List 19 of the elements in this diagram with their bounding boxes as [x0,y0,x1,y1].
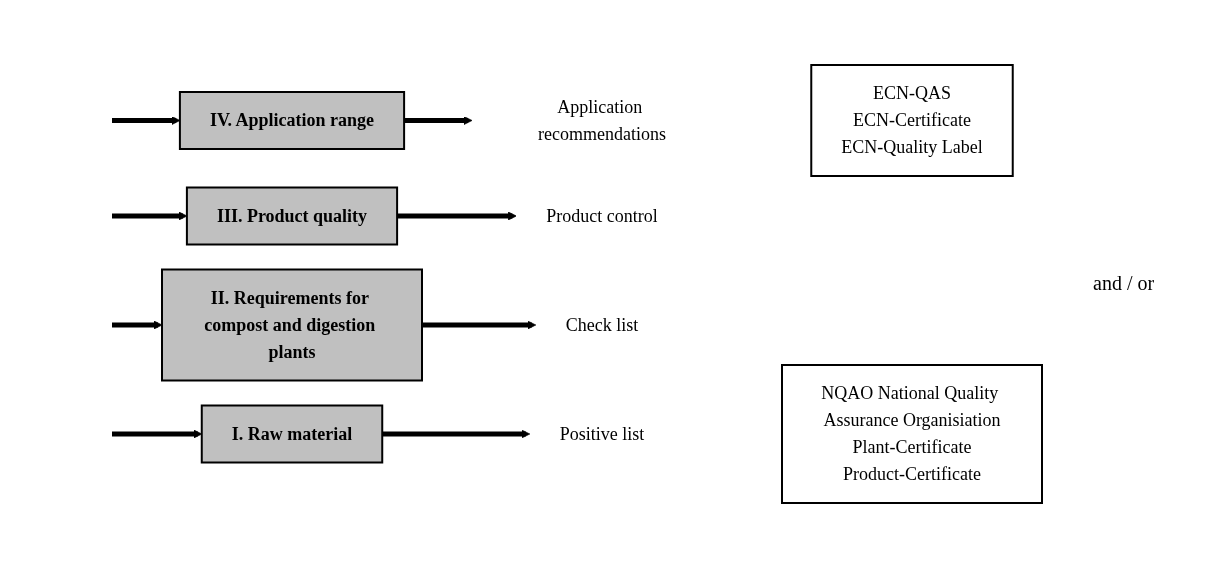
node-box: NQAO National Quality Assurance Organisiation Plant-Certificate Product-Certificate [780,363,1043,504]
arrow [111,211,187,220]
node-box: ECN-QAS ECN-Certificate ECN-Quality Label [809,63,1014,177]
node-box: II. Requirements for compost and digestion plants [160,268,423,381]
arrow [381,429,530,438]
node-text: Positive list [559,423,644,443]
connector-text: and / or [1093,272,1156,295]
node-box: III. Product quality [185,186,398,245]
arrow [111,115,180,125]
arrow [111,320,162,329]
node-box: IV. Application range [178,90,405,150]
node-text: Application recommendations [537,96,666,143]
node-text: Check list [565,314,638,334]
arrow [421,320,536,329]
arrow [396,211,517,220]
arrow [111,429,202,438]
node-box: I. Raw material [200,404,383,463]
node-text: Product control [545,205,658,225]
arrow [403,115,472,125]
